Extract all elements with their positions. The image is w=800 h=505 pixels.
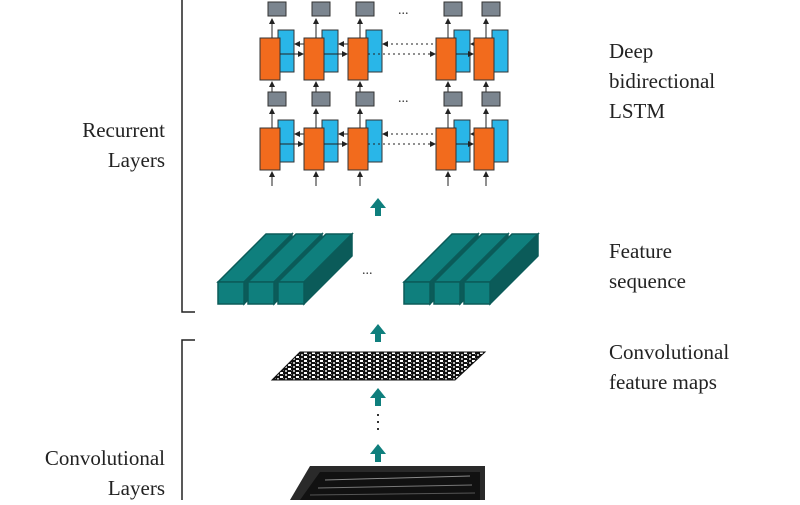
feature-block-front bbox=[277, 281, 305, 305]
feature-sequence-label: Feature sequence bbox=[609, 239, 686, 293]
feature-sequence-ellipsis: ... bbox=[362, 263, 373, 278]
feature-block-front bbox=[403, 281, 431, 305]
lstm-grid bbox=[259, 1, 509, 186]
convolutional-input-stack bbox=[290, 466, 485, 500]
lstm-output-ellipsis-mid: ... bbox=[398, 91, 409, 106]
lstm-forward-cell bbox=[435, 127, 457, 171]
feature-sequence-blocks bbox=[216, 232, 540, 306]
feature-block-front bbox=[217, 281, 245, 305]
feature-block-front bbox=[433, 281, 461, 305]
lstm-forward-cell bbox=[303, 127, 325, 171]
lstm-output-node bbox=[481, 91, 501, 107]
convolutional-layers-label: Convolutional Layers bbox=[44, 446, 165, 500]
recurrent-layers-label: Recurrent Layers bbox=[82, 118, 165, 172]
lstm-output-ellipsis-top: ... bbox=[398, 3, 409, 18]
convolutional-feature-map bbox=[270, 351, 487, 381]
feature-block-front bbox=[247, 281, 275, 305]
lstm-forward-cell bbox=[473, 127, 495, 171]
convolutional-feature-maps-label: Convolutional feature maps bbox=[609, 340, 730, 394]
feature-sequence-block bbox=[276, 232, 354, 306]
lstm-forward-cell bbox=[347, 127, 369, 171]
feature-block-front bbox=[463, 281, 491, 305]
lstm-output-node bbox=[443, 91, 463, 107]
lstm-output-node bbox=[267, 91, 287, 107]
vertical-ellipsis bbox=[377, 414, 379, 430]
up-arrow-icon bbox=[370, 444, 386, 462]
up-arrow-icon bbox=[370, 388, 386, 406]
convolutional-layers-bracket bbox=[181, 339, 195, 500]
lstm-forward-cell bbox=[303, 37, 325, 81]
recurrent-layers-bracket bbox=[181, 0, 195, 313]
lstm-forward-cell bbox=[473, 37, 495, 81]
lstm-output-node bbox=[311, 1, 331, 17]
lstm-forward-cell bbox=[435, 37, 457, 81]
lstm-forward-cell bbox=[259, 37, 281, 81]
deep-bidirectional-lstm-label: Deep bidirectional LSTM bbox=[609, 39, 716, 123]
up-arrow-icon bbox=[370, 324, 386, 342]
feature-sequence-block bbox=[462, 232, 540, 306]
lstm-output-node bbox=[355, 91, 375, 107]
lstm-output-node bbox=[443, 1, 463, 17]
lstm-forward-cell bbox=[347, 37, 369, 81]
lstm-output-node bbox=[355, 1, 375, 17]
lstm-output-node bbox=[481, 1, 501, 17]
lstm-output-node bbox=[311, 91, 331, 107]
lstm-output-node bbox=[267, 1, 287, 17]
up-arrow-icon bbox=[370, 198, 386, 216]
lstm-forward-cell bbox=[259, 127, 281, 171]
